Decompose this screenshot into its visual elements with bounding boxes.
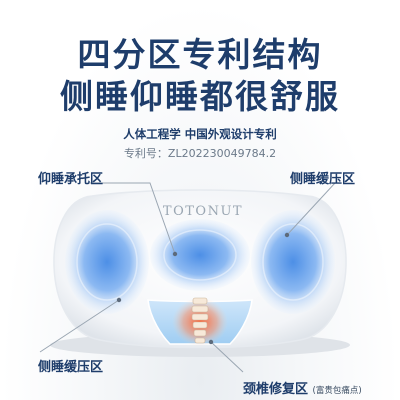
label-bottom-right-note: (富贵包痛点) xyxy=(312,386,362,396)
zone-center-ring xyxy=(163,229,237,281)
leader-top-right xyxy=(286,182,340,236)
leader-dots xyxy=(116,232,290,345)
subtitle: 人体工程学 中国外观设计专利 xyxy=(123,127,277,141)
leader-bottom-right xyxy=(210,341,244,373)
spine-icon xyxy=(191,297,209,344)
brand-logo: TOTONUT xyxy=(162,204,244,219)
zone-center xyxy=(150,219,250,291)
zone-left-ring xyxy=(76,223,138,301)
headline-line-2: 侧睡仰睡都很舒服 xyxy=(60,77,340,116)
zone-left xyxy=(65,210,149,314)
zone-right xyxy=(251,210,335,314)
zone-right-ring xyxy=(262,223,324,301)
label-bottom-left: 侧睡缓压区 xyxy=(38,360,104,375)
patent-number: 专利号：ZL202230049784.2 xyxy=(123,147,277,160)
label-top-left: 仰睡承托区 xyxy=(38,172,104,187)
label-bottom-right: 颈椎修复区 (富贵包痛点) xyxy=(243,378,362,397)
leader-lines xyxy=(39,182,340,373)
leader-top-left xyxy=(88,182,176,255)
leader-bottom-left xyxy=(39,299,120,353)
label-top-right: 侧睡缓压区 xyxy=(290,172,356,187)
label-bottom-right-text: 颈椎修复区 xyxy=(243,382,309,397)
headline-line-1: 四分区专利结构 xyxy=(77,35,323,74)
